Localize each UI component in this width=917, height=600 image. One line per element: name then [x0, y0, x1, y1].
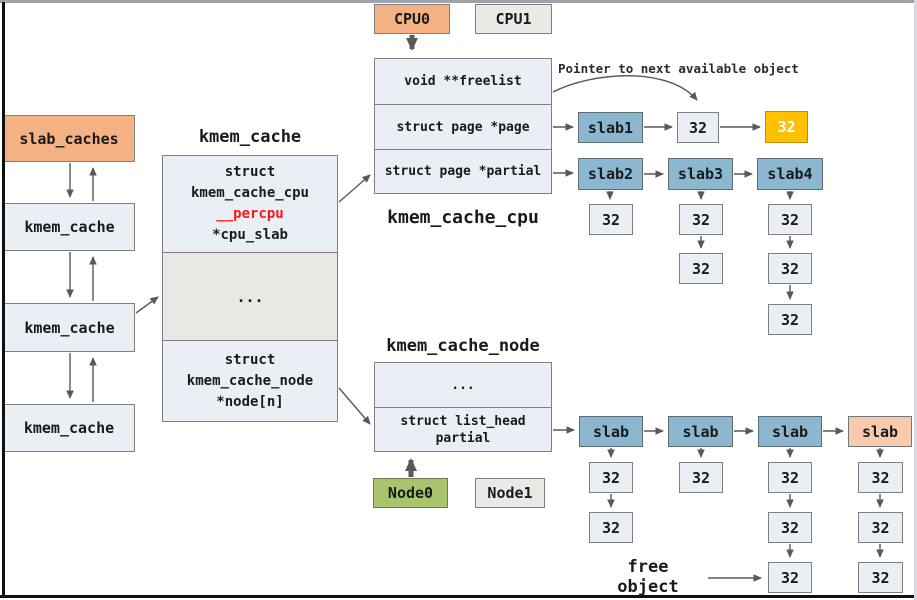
free-object-box: 32	[768, 562, 812, 593]
frame-right-edge	[914, 0, 917, 600]
object-box: 32	[677, 112, 719, 143]
page-row: struct page *page	[374, 104, 552, 150]
frame-left-edge	[2, 2, 5, 598]
object-box: 32	[589, 512, 633, 543]
struct-line: struct	[224, 164, 276, 180]
slab1-box: slab1	[578, 112, 643, 143]
object-box: 32	[679, 253, 723, 284]
partial-row: struct page *partial	[374, 149, 552, 194]
slab4-box: slab4	[757, 158, 823, 190]
slab2-box: slab2	[578, 158, 643, 190]
object-box: 32	[768, 462, 812, 493]
struct-ellipsis-section: ...	[162, 252, 338, 341]
struct-cpu-slab-section: struct kmem_cache_cpu __percpu *cpu_slab	[162, 155, 338, 253]
node-slab-box-3: slab	[758, 416, 822, 447]
list-head-partial-row: struct list_head partial	[374, 407, 552, 452]
node-slab-box-4: slab	[848, 416, 912, 447]
next-free-object-box: 32	[765, 111, 808, 143]
slab-caches-box: slab_caches	[3, 115, 135, 162]
kmem-cache-node-caption: kmem_cache_node	[386, 336, 540, 356]
node-slab-box-2: slab	[668, 416, 733, 447]
object-box: 32	[768, 253, 812, 284]
object-box: 32	[858, 462, 903, 493]
freelist-row: void **freelist	[374, 58, 552, 105]
struct-node-section: struct kmem_cache_node *node[n]	[162, 340, 338, 422]
node0-box: Node0	[373, 478, 448, 508]
free-object-label: free object	[617, 557, 679, 597]
kmem-cache-cpu-caption: kmem_cache_cpu	[387, 206, 539, 228]
pointer-annotation-text: Pointer to next available object	[558, 60, 799, 76]
node1-box: Node1	[475, 478, 545, 508]
object-box: 32	[858, 512, 903, 543]
struct-line: struct	[224, 351, 276, 368]
object-box: 32	[768, 512, 812, 543]
kmem-cache-box-2: kmem_cache	[4, 303, 135, 352]
frame-top-edge	[0, 0, 917, 3]
object-box: 32	[679, 204, 723, 235]
struct-line: struct list_head	[400, 413, 526, 429]
struct-line: kmem_cache_node	[186, 372, 314, 389]
struct-line: kmem_cache_cpu	[190, 185, 309, 201]
struct-line: *node[n]	[216, 393, 284, 410]
node-slab-box-1: slab	[579, 416, 643, 447]
kmem-cache-box-3: kmem_cache	[3, 404, 135, 452]
object-box: 32	[768, 204, 812, 235]
cpu1-box: CPU1	[475, 4, 552, 34]
frame-bottom-edge	[0, 595, 917, 598]
object-box: 32	[768, 304, 812, 335]
object-box: 32	[679, 462, 723, 493]
object-box: 32	[589, 462, 633, 493]
node-ellipsis-row: ...	[374, 362, 552, 408]
cpu0-box: CPU0	[374, 4, 450, 34]
kmem-cache-struct-title: kmem_cache	[198, 127, 302, 147]
struct-line: partial	[435, 430, 491, 446]
slab3-box: slab3	[668, 158, 733, 190]
object-box: 32	[858, 562, 903, 593]
struct-line: *cpu_slab	[212, 227, 288, 243]
object-box: 32	[589, 204, 633, 235]
kmem-cache-box-1: kmem_cache	[4, 203, 135, 251]
percpu-red-label: __percpu	[216, 206, 284, 222]
